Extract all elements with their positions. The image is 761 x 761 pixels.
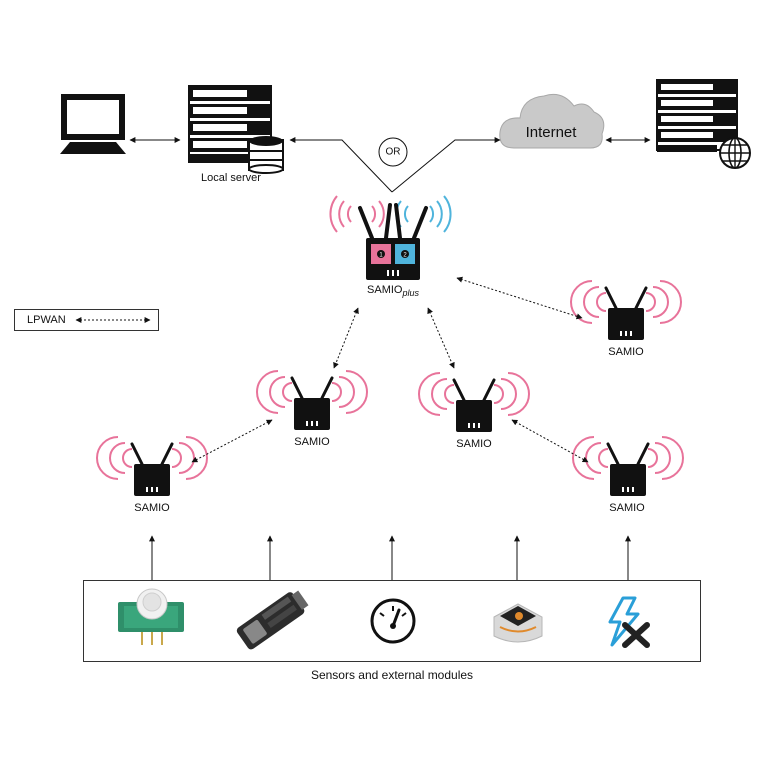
svg-text:2: 2 [403,253,407,259]
cloud-icon [499,93,605,149]
sensor-arrows [149,535,631,580]
legend-box: LPWAN [14,309,159,331]
legend-label: LPWAN [27,314,66,326]
gateway-to-local-server-link [289,137,393,193]
samio-node-label: SAMIO [609,502,645,514]
samio-nodes [96,280,684,496]
gateway-subscript: plus [402,288,419,299]
gateway-label: SAMIOplus [367,284,419,300]
power-off-icon [608,596,650,648]
lpwan-links [75,276,589,463]
local-server-label: Local server [201,172,261,184]
server-database-icon [188,85,284,174]
gauge-icon [370,598,416,644]
connection-lines [129,137,651,193]
dual-radio-gateway-icon: 1 2 [329,195,452,280]
radio-node-icon [96,436,208,496]
samio-node-label: SAMIO [608,346,644,358]
sensors-caption: Sensors and external modules [310,668,474,682]
internet-label: Internet [525,124,577,141]
samio-node-label: SAMIO [456,438,492,450]
svg-text:1: 1 [379,253,383,259]
lpwan-link-gateway-node-left [333,307,359,369]
lpwan-link-left-pair [191,419,273,463]
lpwan-link-gateway-node-right [456,276,583,320]
lpwan-link-gateway-node-center [427,307,455,369]
or-label: OR [385,146,401,158]
pir-motion-sensor-icon [118,588,184,645]
samio-node-label: SAMIO [134,502,170,514]
monitor-icon [60,94,126,154]
radio-node-icon [572,436,684,496]
radio-node-icon [570,280,682,340]
sensors-box [83,580,701,662]
samio-node-label: SAMIO [294,436,330,448]
or-circle [378,137,408,167]
tag-module-icon [493,603,543,643]
fingerprint-sensor-icon [236,590,309,650]
lpwan-link-right-pair [511,419,589,463]
radio-node-icon [418,372,530,432]
gateway-name: SAMIO [367,284,403,296]
server-globe-icon [656,79,751,169]
gateway-to-cloud-link [391,137,501,193]
radio-node-icon [256,370,368,430]
